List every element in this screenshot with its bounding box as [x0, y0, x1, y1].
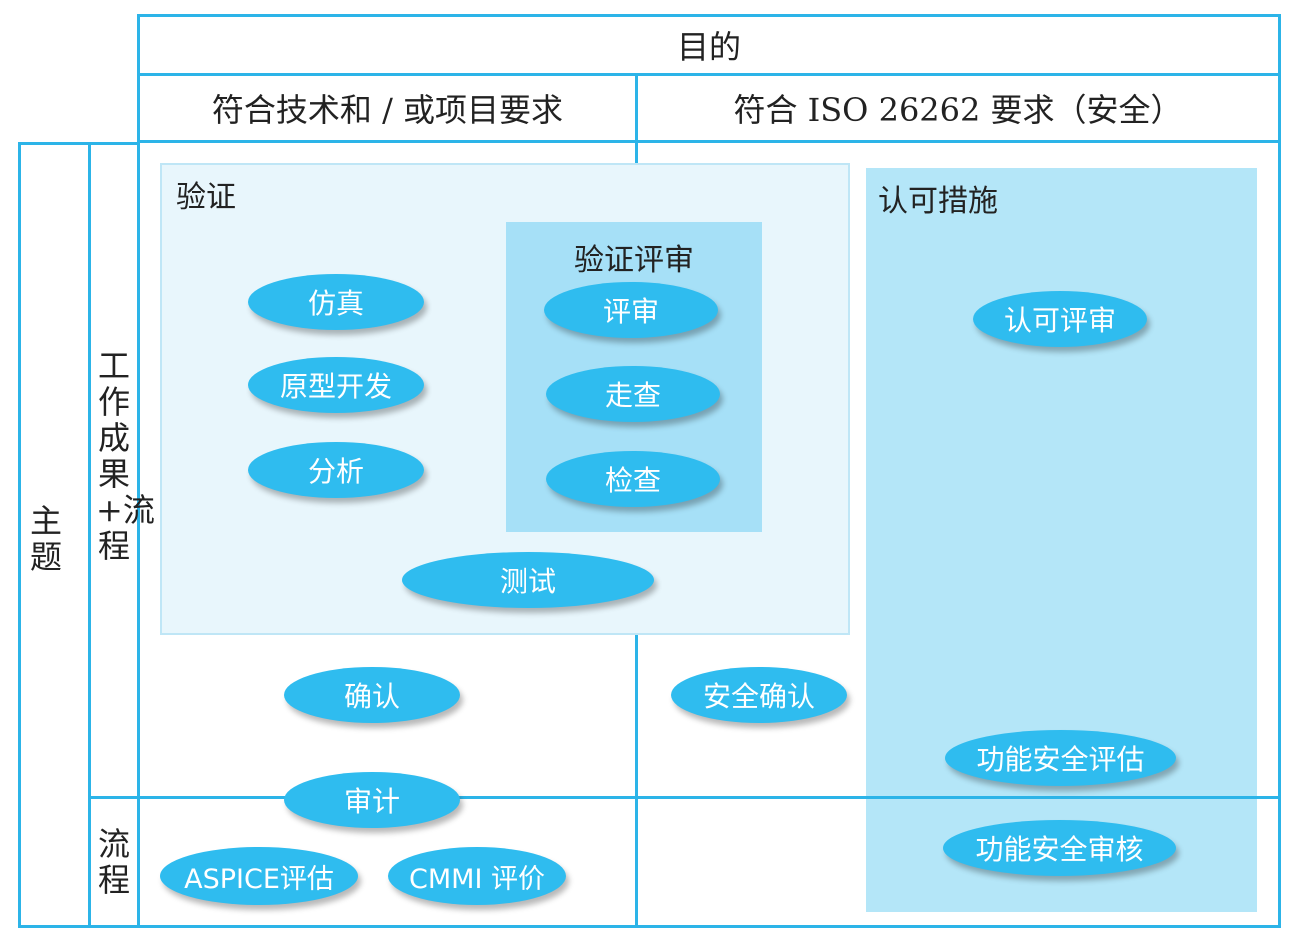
review-oval: 评审 — [544, 282, 718, 338]
walkthrough-oval: 走查 — [546, 366, 720, 422]
work-products-process-label: 工作成果+流程 — [96, 347, 155, 565]
header-top-border — [138, 14, 1281, 17]
iso-26262-header: 符合 ISO 26262 要求（安全） — [733, 91, 1183, 129]
functional-safety-audit-oval: 功能安全审核 — [943, 820, 1176, 876]
audit-oval: 审计 — [284, 772, 460, 828]
inspection-oval: 检查 — [546, 451, 720, 507]
aspice-assessment-oval: ASPICE评估 — [160, 847, 358, 905]
right-border — [1278, 14, 1281, 928]
confirmation-review-oval: 认可评审 — [973, 291, 1147, 347]
confirmation-measures-zone — [866, 168, 1257, 912]
content-left-border — [137, 14, 140, 928]
column-divider-bottom — [635, 635, 638, 928]
validation-oval: 确认 — [284, 667, 460, 723]
confirmation-measures-label: 认可措施 — [878, 184, 998, 219]
left-border — [18, 142, 21, 928]
cmmi-appraisal-oval: CMMI 评价 — [388, 847, 566, 905]
verification-label: 验证 — [176, 180, 236, 215]
process-label: 流程 — [97, 825, 130, 899]
verification-review-label: 验证评审 — [574, 243, 694, 278]
technical-requirements-header: 符合技术和 / 或项目要求 — [211, 91, 564, 129]
header-divider — [138, 73, 1281, 76]
column-header-bottom-border — [138, 140, 1281, 143]
bottom-border — [18, 925, 1281, 928]
subject-top-border — [18, 142, 140, 145]
safety-validation-oval: 安全确认 — [671, 667, 847, 723]
testing-oval: 测试 — [402, 552, 654, 608]
functional-safety-assessment-oval: 功能安全评估 — [945, 730, 1176, 786]
column-divider-top — [635, 73, 638, 163]
simulation-oval: 仿真 — [248, 274, 424, 330]
analysis-oval: 分析 — [248, 442, 424, 498]
purpose-header: 目的 — [676, 28, 741, 66]
prototyping-oval: 原型开发 — [248, 357, 424, 413]
subject-divider — [88, 142, 91, 928]
row-divider — [90, 796, 1281, 799]
subject-label: 主题 — [29, 502, 62, 576]
